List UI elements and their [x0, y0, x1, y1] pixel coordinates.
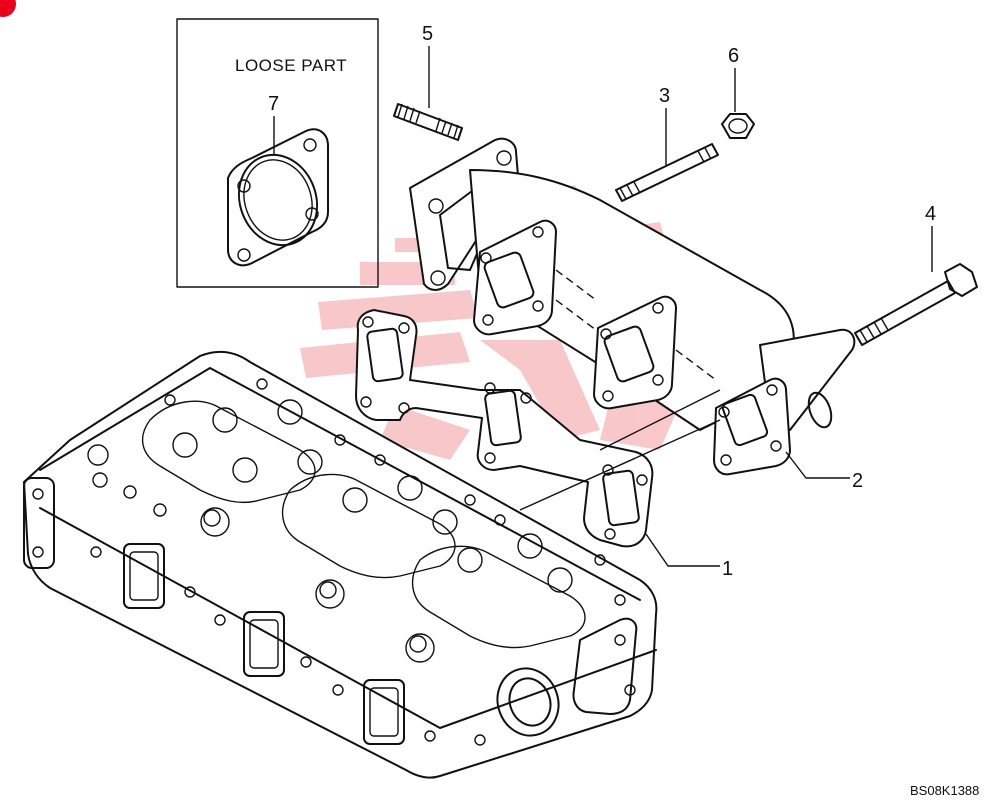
- cylinder-head-part: [23, 350, 658, 779]
- exhaust-manifold-part: [409, 137, 856, 476]
- bolt-3-part: 3: [615, 85, 719, 202]
- loose-part-box: LOOSE PART 7: [176, 18, 379, 288]
- callout-5: 5: [422, 23, 433, 45]
- bolt-4-part: 4: [854, 203, 978, 346]
- callout-1: 1: [722, 558, 733, 580]
- callout-2: 2: [852, 470, 863, 492]
- stud-5-part: 5: [393, 23, 463, 141]
- nut-6-part: 6: [721, 45, 755, 139]
- gasket-7-part: [227, 128, 329, 267]
- loose-part-label: LOOSE PART: [235, 56, 347, 75]
- gasket-1-part: [355, 309, 654, 548]
- callout-3: 3: [659, 85, 670, 107]
- callout-7: 7: [268, 93, 279, 115]
- callout-4: 4: [925, 203, 936, 225]
- callout-6: 6: [728, 45, 739, 67]
- head-port: [123, 543, 405, 745]
- drawing-code: BS08K1388: [910, 783, 979, 798]
- corner-marker: [0, 0, 16, 17]
